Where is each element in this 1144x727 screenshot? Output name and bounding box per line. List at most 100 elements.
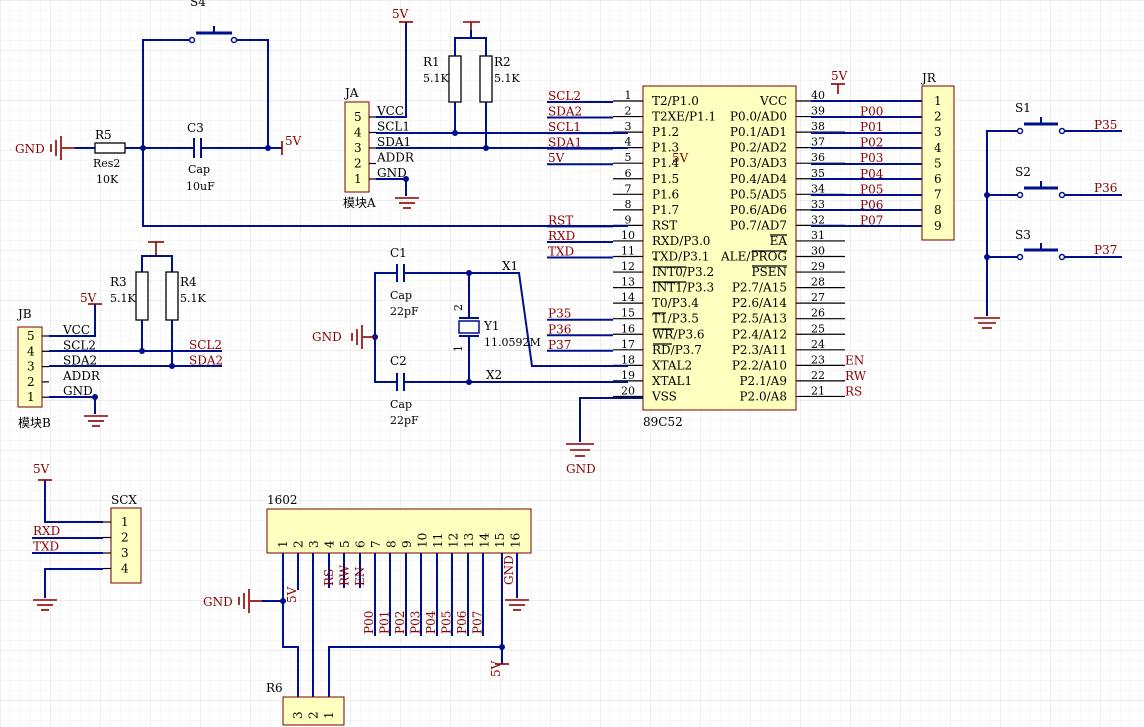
- jr-pin-number: 9: [934, 219, 942, 233]
- ja-pin-number: 1: [354, 172, 362, 186]
- r5-resistor[interactable]: [94, 142, 126, 154]
- ja-pin-signal: GND: [377, 166, 407, 180]
- jr-body[interactable]: [921, 85, 955, 241]
- jr-pin-number: 8: [934, 203, 942, 217]
- mcu-pin-number: 17: [621, 338, 635, 351]
- x2-label: X2: [486, 368, 502, 382]
- mcu-pin-name: T2/P1.0: [652, 94, 699, 108]
- scx-pin-number: 1: [121, 515, 129, 529]
- mcu-net-label: P37: [548, 338, 571, 352]
- mcu-pin-name: T1/P3.5: [652, 312, 699, 326]
- mcu-pin-number: 24: [811, 338, 825, 351]
- lcd-pin-number: 9: [400, 540, 414, 548]
- s1-net: P35: [1094, 118, 1117, 132]
- switches-s1-s3: S1 S2 S3 P35 P36 P37: [974, 101, 1122, 329]
- mcu-pin-name: P1.3: [652, 141, 679, 155]
- c3-type: Cap: [188, 163, 210, 176]
- lcd-5v-label: 5V: [489, 660, 503, 677]
- mcu-pin-name: P0.5/AD5: [730, 187, 787, 201]
- r2-designator: R2: [494, 55, 511, 69]
- mcu-pin-name: PSEN: [751, 265, 787, 279]
- c1-type: Cap: [390, 289, 412, 302]
- jb-body[interactable]: [17, 326, 43, 408]
- s1-designator: S1: [1015, 101, 1031, 115]
- r1-resistor[interactable]: [448, 55, 462, 103]
- lcd-data-net: P05: [440, 611, 454, 634]
- r6-body[interactable]: [282, 696, 345, 726]
- mcu-pin-number: 30: [811, 245, 825, 258]
- lcd-pin2-5v: 5V: [285, 586, 299, 603]
- crystal-gnd-label: GND: [312, 330, 342, 344]
- scx-body[interactable]: [110, 507, 142, 584]
- jb-title: 模块B: [18, 416, 51, 430]
- mcu-pin-name: RXD/P3.0: [652, 234, 710, 248]
- lcd-body[interactable]: [266, 508, 532, 554]
- jr-pin-number: 5: [934, 156, 942, 170]
- r2-resistor[interactable]: [479, 55, 493, 103]
- mcu-pin-name: RD/P3.7: [652, 343, 702, 357]
- mcu-pin-number: 1: [625, 89, 632, 102]
- lcd-pin-number: 7: [369, 540, 383, 548]
- mcu-pin-number: 35: [811, 167, 825, 180]
- y1-crystal[interactable]: [458, 320, 480, 334]
- ja-pin-signal: SCL1: [377, 120, 410, 134]
- c1-designator: C1: [390, 246, 407, 260]
- mcu-pin-name: ALE/PROG: [720, 250, 787, 264]
- y1-pin2: 2: [452, 304, 465, 311]
- mcu-gnd: GND: [566, 397, 643, 476]
- mcu-net-label: P06: [860, 198, 883, 212]
- mcu-pin-name: P2.6/A14: [732, 296, 788, 310]
- mcu-net-label: P04: [860, 167, 884, 181]
- mcu-pin-number: 20: [621, 384, 635, 397]
- mcu-pin-name: P0.7/AD7: [730, 218, 787, 232]
- scx-pin-number: 3: [121, 546, 129, 560]
- mcu-pin-number: 8: [625, 198, 632, 211]
- mcu-pin-name: P0.2/AD2: [730, 141, 787, 155]
- jr-pin-number: 6: [934, 172, 942, 186]
- jr-pin-number: 2: [934, 110, 942, 124]
- mcu-pin-number: 40: [811, 89, 825, 102]
- jb-pin-signal: GND: [63, 384, 93, 398]
- mcu-pin-name: P0.1/AD1: [730, 125, 787, 139]
- ja-pin-number: 2: [354, 157, 362, 171]
- r3-value: 5.1K: [110, 292, 136, 305]
- mcu-pin-number: 12: [621, 260, 635, 273]
- p0-bus-wires: [811, 100, 922, 227]
- r6-pin-number: 3: [291, 711, 305, 719]
- ja-body[interactable]: [344, 101, 370, 193]
- lcd-data-net: P03: [409, 611, 423, 634]
- mcu-pin-name: P1.2: [652, 125, 679, 139]
- ja-designator: JA: [343, 86, 359, 100]
- mcu-pin-name: P0.6/AD6: [730, 203, 787, 217]
- c3-designator: C3: [187, 121, 204, 135]
- c1-value: 22pF: [390, 305, 419, 318]
- jb-designator: JB: [16, 307, 32, 321]
- lcd-data-net: P07: [471, 611, 485, 634]
- jb-5v-label: 5V: [80, 291, 97, 305]
- mcu-pin-number: 9: [625, 213, 632, 226]
- r2-value: 5.1K: [494, 72, 520, 85]
- mcu-pin-number: 2: [625, 105, 632, 118]
- r4-resistor[interactable]: [165, 271, 179, 321]
- mcu-pin-name: P0.3/AD3: [730, 156, 787, 170]
- pullups-r3-r4: R3 5.1K R4 5.1K: [110, 241, 206, 369]
- jb-pin-number: 4: [27, 344, 35, 358]
- jb-pin-number: 1: [27, 390, 35, 404]
- mcu-gnd-label: GND: [566, 462, 596, 476]
- ja-pin-number: 4: [354, 126, 362, 140]
- mcu-body[interactable]: [642, 85, 797, 411]
- lcd-gnd-label: GND: [203, 595, 233, 609]
- scx-pin-number: 2: [121, 531, 129, 545]
- lcd-data-net: P04: [424, 610, 438, 634]
- r5-designator: R5: [95, 128, 112, 142]
- r3-resistor[interactable]: [135, 271, 149, 321]
